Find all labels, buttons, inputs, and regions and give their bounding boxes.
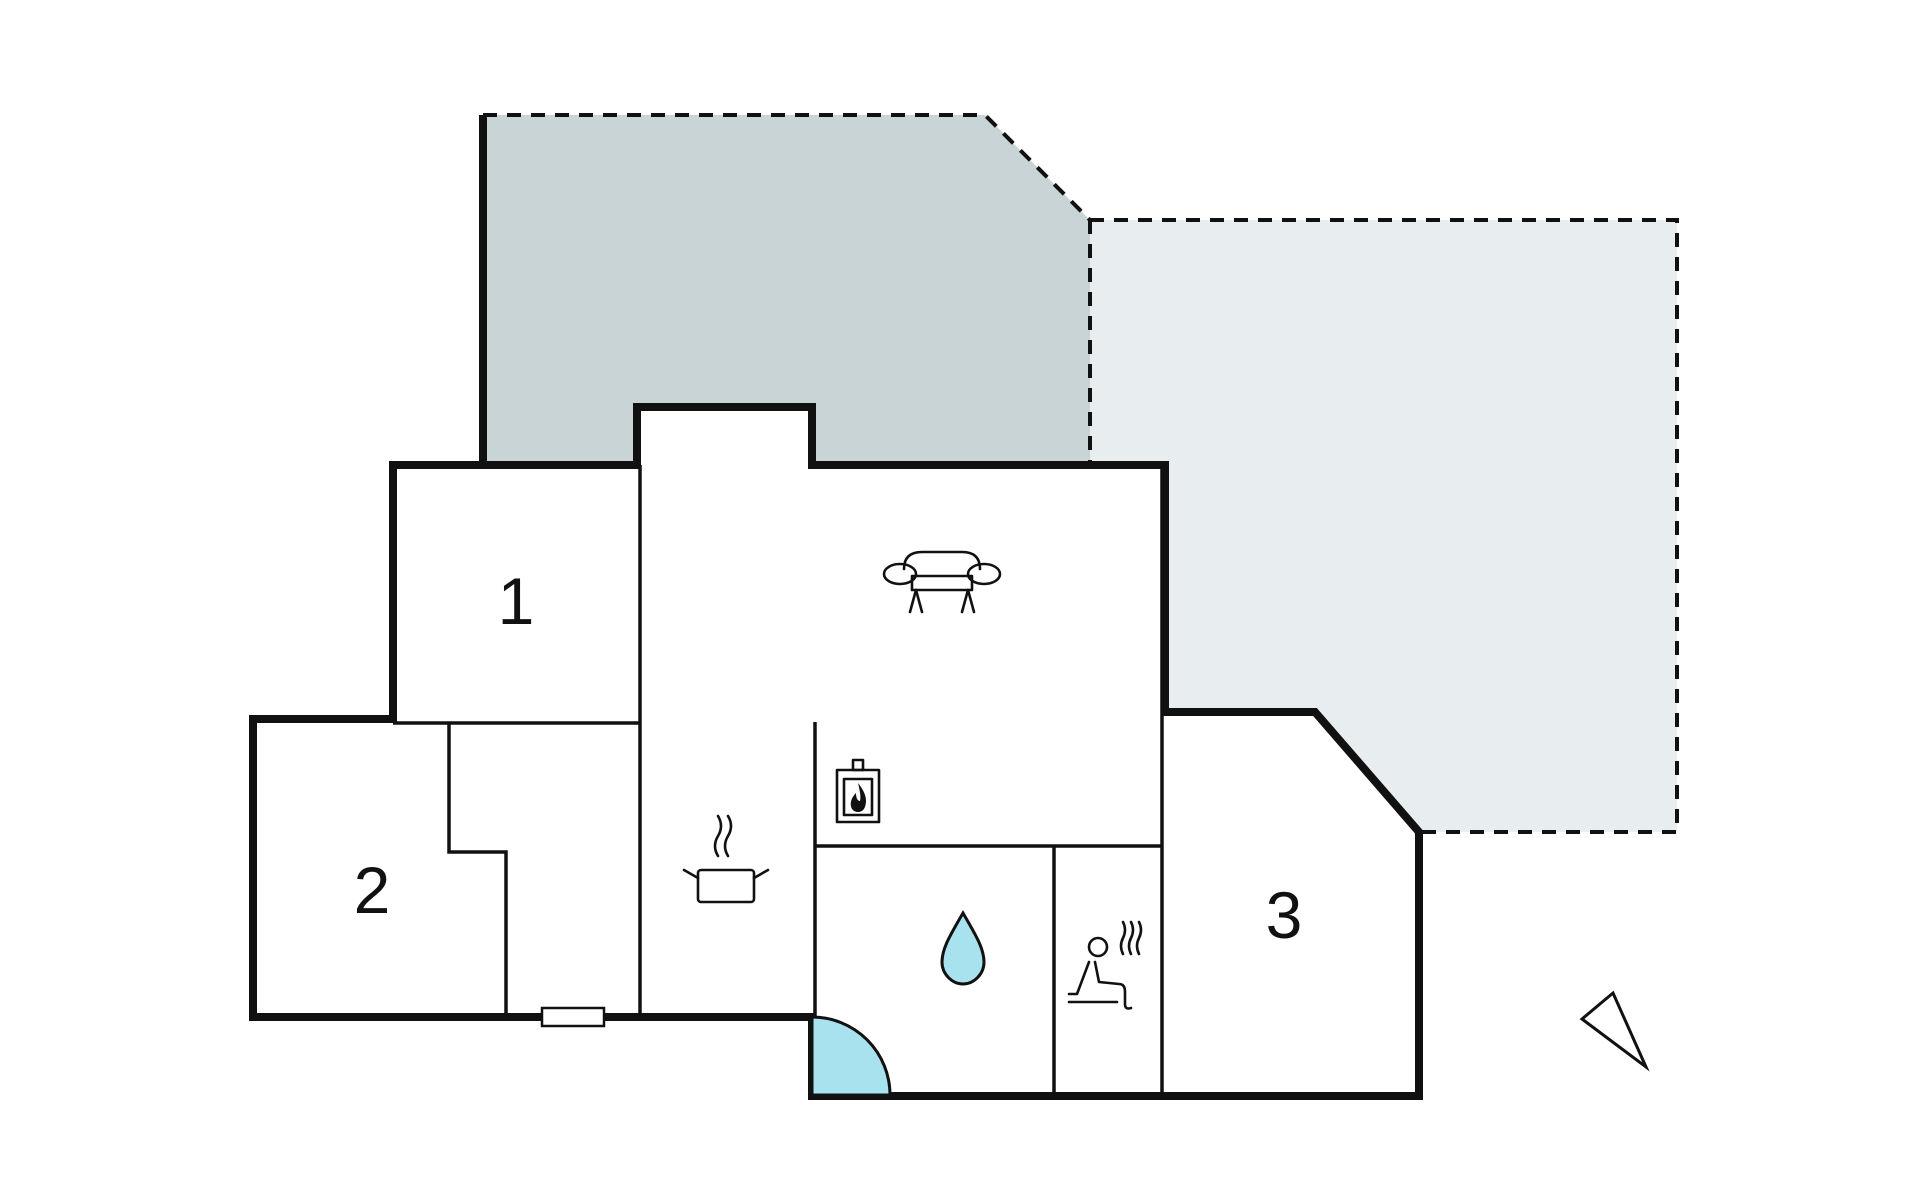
sauna-icon	[1067, 920, 1143, 1010]
open-terrace-outline	[1088, 218, 1679, 834]
room-label-1: 1	[498, 564, 535, 638]
fireplace-icon	[835, 758, 881, 824]
covered-terrace-outline	[483, 113, 1092, 222]
covered-terrace-area	[483, 115, 1090, 465]
cooking-pot-icon	[682, 814, 770, 904]
open-terrace-area	[1090, 220, 1677, 832]
compass-arrow-icon	[1579, 990, 1650, 1072]
room-label-2: 2	[354, 853, 391, 927]
room-label-3: 3	[1266, 878, 1303, 952]
outer-walls	[249, 115, 1423, 1100]
water-drop-icon	[940, 909, 986, 986]
sofa-icon	[882, 550, 1002, 614]
bathroom-door	[810, 1015, 892, 1097]
window	[540, 1006, 606, 1028]
interior-walls	[393, 465, 1164, 1096]
